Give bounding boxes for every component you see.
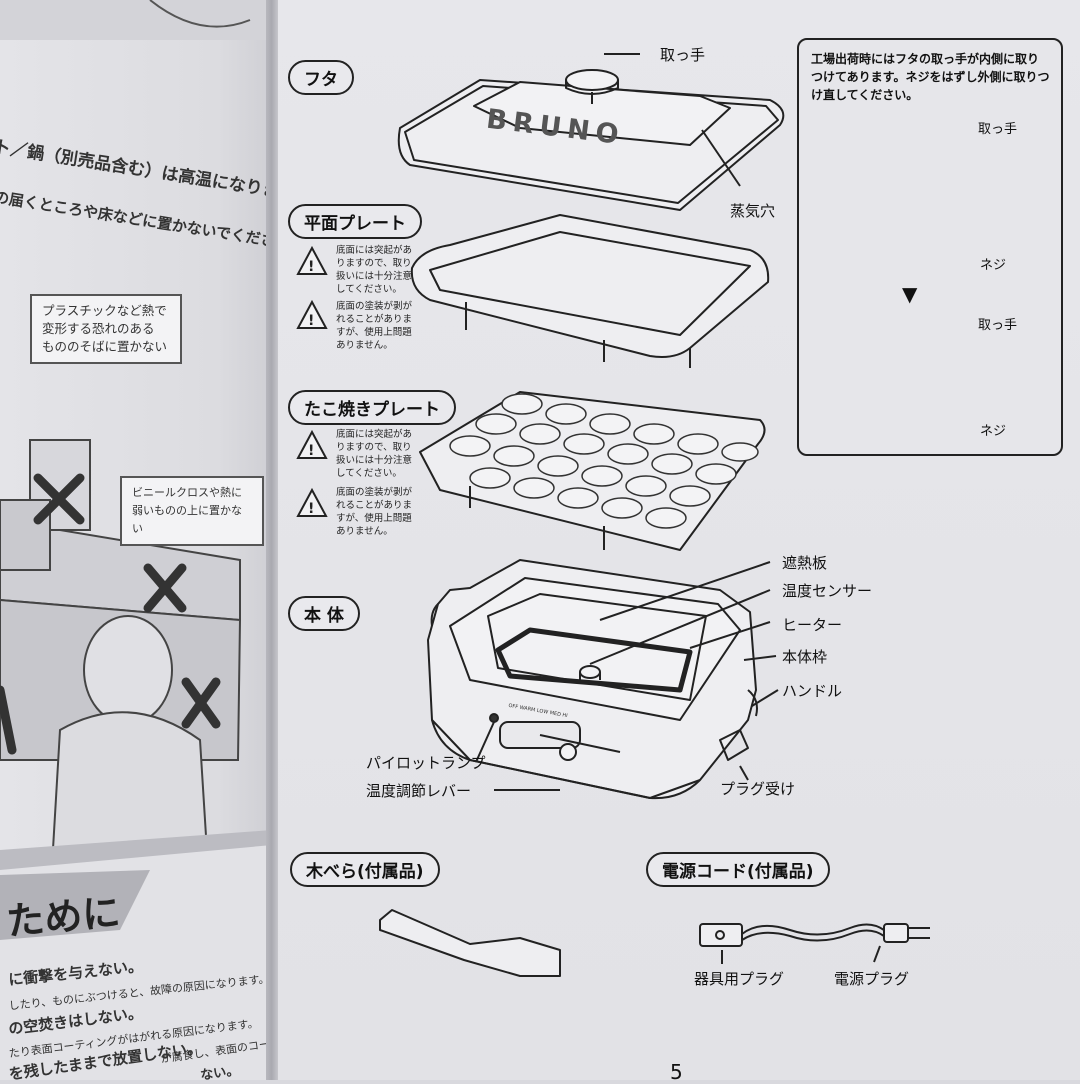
label-body-frame: 本体枠	[782, 648, 828, 666]
label-power-plug: 電源プラグ	[834, 970, 910, 988]
main-body-drawing	[427, 559, 758, 800]
note-screw-label-2: ネジ	[980, 424, 1007, 439]
section-power-cord: 電源コード(付属品)	[646, 852, 830, 887]
note-screw-label-1: ネジ	[980, 258, 1007, 273]
note-text: 工場出荷時にはフタの取っ手が内側に取りつけてあります。ネジをはずし外側に取りつけ…	[811, 52, 1050, 102]
svg-text:!: !	[308, 501, 314, 517]
label-handle-knob: 取っ手	[660, 46, 706, 64]
spatula-drawing	[379, 909, 561, 977]
flat-plate-drawing	[410, 214, 770, 368]
warning-bubble-2: ビニールクロスや熱に 弱いものの上に置かない	[120, 476, 264, 546]
section-flat-plate: 平面プレート	[288, 204, 422, 239]
left-page: ト／鍋（別売品含む）は高温になります の届くところや床などに置かないでください。…	[0, 0, 272, 1080]
label-heater: ヒーター	[782, 616, 843, 634]
illustration-person	[0, 0, 272, 1080]
label-handle: ハンドル	[782, 682, 843, 700]
label-pilot-lamp: パイロットランプ	[366, 754, 486, 772]
takoyaki-warning-2: 底面の塗装が剥がれることがありますが、使用上問題ありません。	[336, 487, 413, 537]
power-cord-drawing	[699, 923, 930, 964]
takoyaki-holes	[449, 393, 759, 529]
label-heat-shield: 遮熱板	[782, 554, 828, 572]
label-temp-sensor: 温度センサー	[782, 582, 873, 600]
section-takoyaki-plate: たこ焼きプレート	[288, 390, 456, 425]
warning-icons	[296, 245, 328, 517]
label-appliance-plug: 器具用プラグ	[694, 970, 785, 988]
label-plug-receiver: プラグ受け	[720, 780, 796, 798]
note-handle-label-2: 取っ手	[978, 318, 1018, 333]
section-lid: フタ	[288, 60, 354, 95]
page-number: 5	[670, 1060, 683, 1084]
label-temp-lever: 温度調節レバー	[366, 782, 472, 800]
lid-drawing	[397, 69, 785, 211]
note-box: 工場出荷時にはフタの取っ手が内側に取りつけてあります。ネジをはずし外側に取りつけ…	[797, 38, 1063, 456]
takoyaki-warning-1: 底面には突起がありますので、取り扱いには十分注意してください。	[336, 429, 413, 479]
note-arrow: ▼	[902, 282, 918, 306]
flat-plate-warning-2: 底面の塗装が剥がれることがありますが、使用上問題ありません。	[336, 301, 413, 351]
section-body: 本 体	[288, 596, 360, 631]
takoyaki-plate-legs	[469, 486, 605, 550]
warning-bubble-1: プラスチックなど熱で 変形する恐れのある もののそばに置かない	[30, 294, 182, 364]
svg-text:!: !	[308, 313, 314, 329]
section-spatula: 木べら(付属品)	[290, 852, 440, 887]
page-gutter	[266, 0, 280, 1080]
flat-plate-warning-1: 底面には突起がありますので、取り扱いには十分注意してください。	[336, 245, 413, 295]
svg-text:!: !	[308, 443, 314, 459]
label-steam-hole: 蒸気穴	[730, 202, 776, 220]
svg-text:!: !	[308, 259, 314, 275]
note-handle-label-1: 取っ手	[978, 122, 1018, 137]
